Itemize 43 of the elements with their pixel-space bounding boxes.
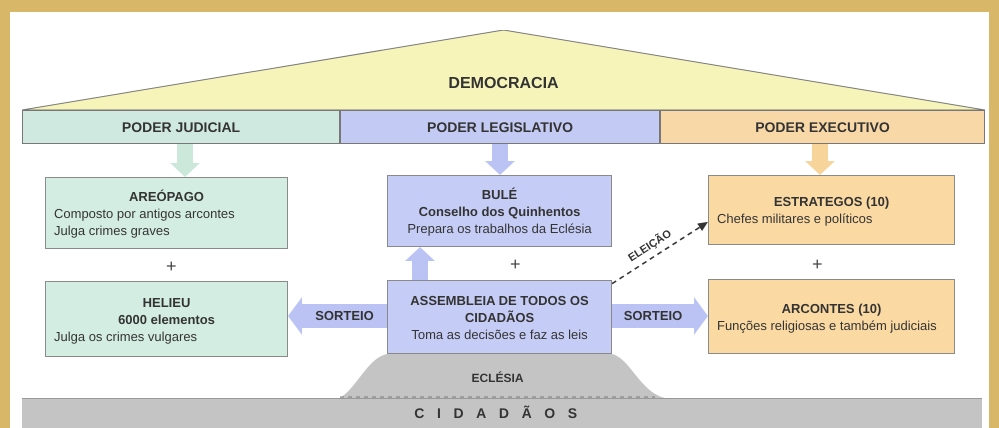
box-title: ESTRATEGOS (10): [772, 193, 890, 210]
box-text: Toma as decisões e faz as leis: [410, 326, 589, 342]
block-arrow: [288, 297, 387, 335]
mound-label: ECLÉSIA: [471, 370, 524, 387]
dashed-arrow: [612, 222, 708, 284]
power-band: [22, 110, 340, 144]
institution-box: [708, 279, 955, 354]
institution-box: [45, 177, 288, 249]
band-label: PODER EXECUTIVO: [755, 118, 890, 136]
box-title: ASSEMBLEIA DE TODOS OS CIDADÃOS: [409, 292, 590, 326]
band-label: PODER LEGISLATIVO: [427, 118, 573, 136]
plus-sign: +: [166, 256, 177, 276]
block-arrow: [485, 144, 515, 175]
plus-sign: +: [812, 254, 823, 274]
box-text: Prepara os trabalhos da Eclésia: [406, 220, 593, 236]
box-text: Composto por antigos arcontes: [54, 204, 236, 222]
diagram-heading: DEMOCRACIA: [448, 74, 559, 94]
box-text: Funções religiosas e também judiciais: [717, 316, 938, 334]
band-label: PODER JUDICIAL: [122, 118, 240, 136]
box-title: BULÉ: [480, 186, 518, 202]
block-arrow: [805, 144, 835, 175]
band-label: CIDADÃOS: [414, 404, 590, 423]
institution-box: [387, 280, 612, 354]
box-text: Julga crimes graves: [54, 222, 171, 238]
block-arrow: [405, 247, 435, 280]
roof-triangle: [22, 30, 985, 110]
institution-box: [387, 175, 612, 247]
power-band: [660, 110, 985, 144]
box-title: ARCONTES (10): [780, 300, 882, 316]
institution-box: [708, 175, 955, 245]
box-text: 6000 elementos: [117, 310, 216, 328]
box-text: Chefes militares e políticos: [717, 210, 874, 227]
plus-sign: +: [510, 254, 521, 274]
box-text: Conselho dos Quinhentos: [418, 202, 582, 220]
box-text: Julga os crimes vulgares: [54, 328, 198, 344]
edge-label: SORTEIO: [315, 309, 374, 323]
power-band: [340, 110, 660, 144]
edge-label: SORTEIO: [624, 309, 682, 323]
citizens-band: [22, 398, 982, 428]
block-arrow: [170, 144, 200, 177]
institution-box: [45, 281, 288, 357]
box-title: AREÓPAGO: [128, 188, 205, 204]
box-title: HELIEU: [142, 294, 192, 310]
